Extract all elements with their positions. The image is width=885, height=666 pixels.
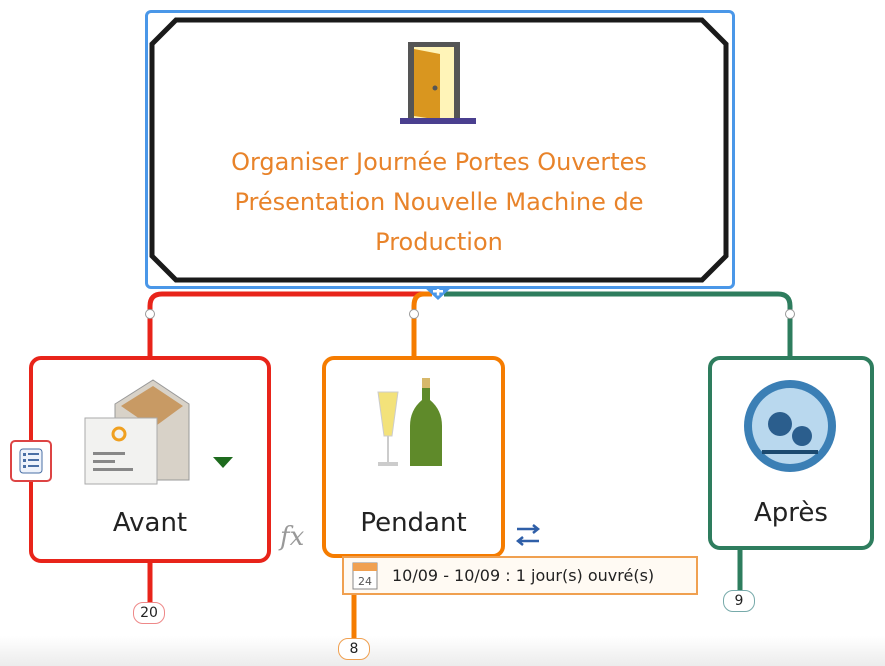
- root-title-line[interactable]: Présentation Nouvelle Machine de: [234, 188, 644, 216]
- canvas-bottom: [0, 636, 885, 666]
- root-title-line[interactable]: Production: [375, 228, 503, 256]
- topic-label: Pendant: [360, 508, 467, 538]
- date-range-text: 10/09 - 10/09 : 1 jour(s) ouvré(s): [392, 566, 655, 585]
- root-title-line[interactable]: Organiser Journée Portes Ouvertes: [231, 148, 647, 176]
- open-door-icon: [400, 42, 476, 124]
- badge-count: 8: [338, 638, 370, 660]
- connector-pendant: [411, 291, 432, 358]
- collapse-plus-icon: [424, 286, 452, 300]
- envelope-letter-icon: [84, 379, 190, 485]
- task-date-note[interactable]: 24 10/09 - 10/09 : 1 jour(s) ouvré(s): [342, 556, 698, 595]
- badge-count: 20: [133, 602, 165, 624]
- root-border: [149, 17, 729, 283]
- svg-text:24: 24: [358, 575, 372, 588]
- connector-avant: [147, 291, 432, 358]
- topic-apres[interactable]: Après: [708, 356, 874, 550]
- topic-pendant[interactable]: Pendant: [322, 356, 505, 558]
- recurrence-arrows-icon[interactable]: [513, 521, 543, 549]
- connector-handle: [409, 309, 419, 319]
- champagne-icon: [377, 378, 442, 466]
- topic-avant[interactable]: Avant: [29, 356, 271, 563]
- people-circle-icon: [744, 380, 836, 472]
- badge-count: 9: [723, 590, 755, 612]
- topic-label: Après: [754, 498, 828, 528]
- task-list-icon[interactable]: [10, 440, 52, 482]
- connector-handle: [145, 309, 155, 319]
- topic-label: Avant: [112, 508, 188, 538]
- calendar-icon: 24: [352, 562, 378, 589]
- root-topic-selection[interactable]: [145, 10, 735, 289]
- dropdown-triangle-icon[interactable]: [213, 457, 233, 469]
- formula-fx-icon[interactable]: fx: [280, 522, 305, 552]
- connector-apres: [444, 291, 793, 358]
- connector-handle: [785, 309, 795, 319]
